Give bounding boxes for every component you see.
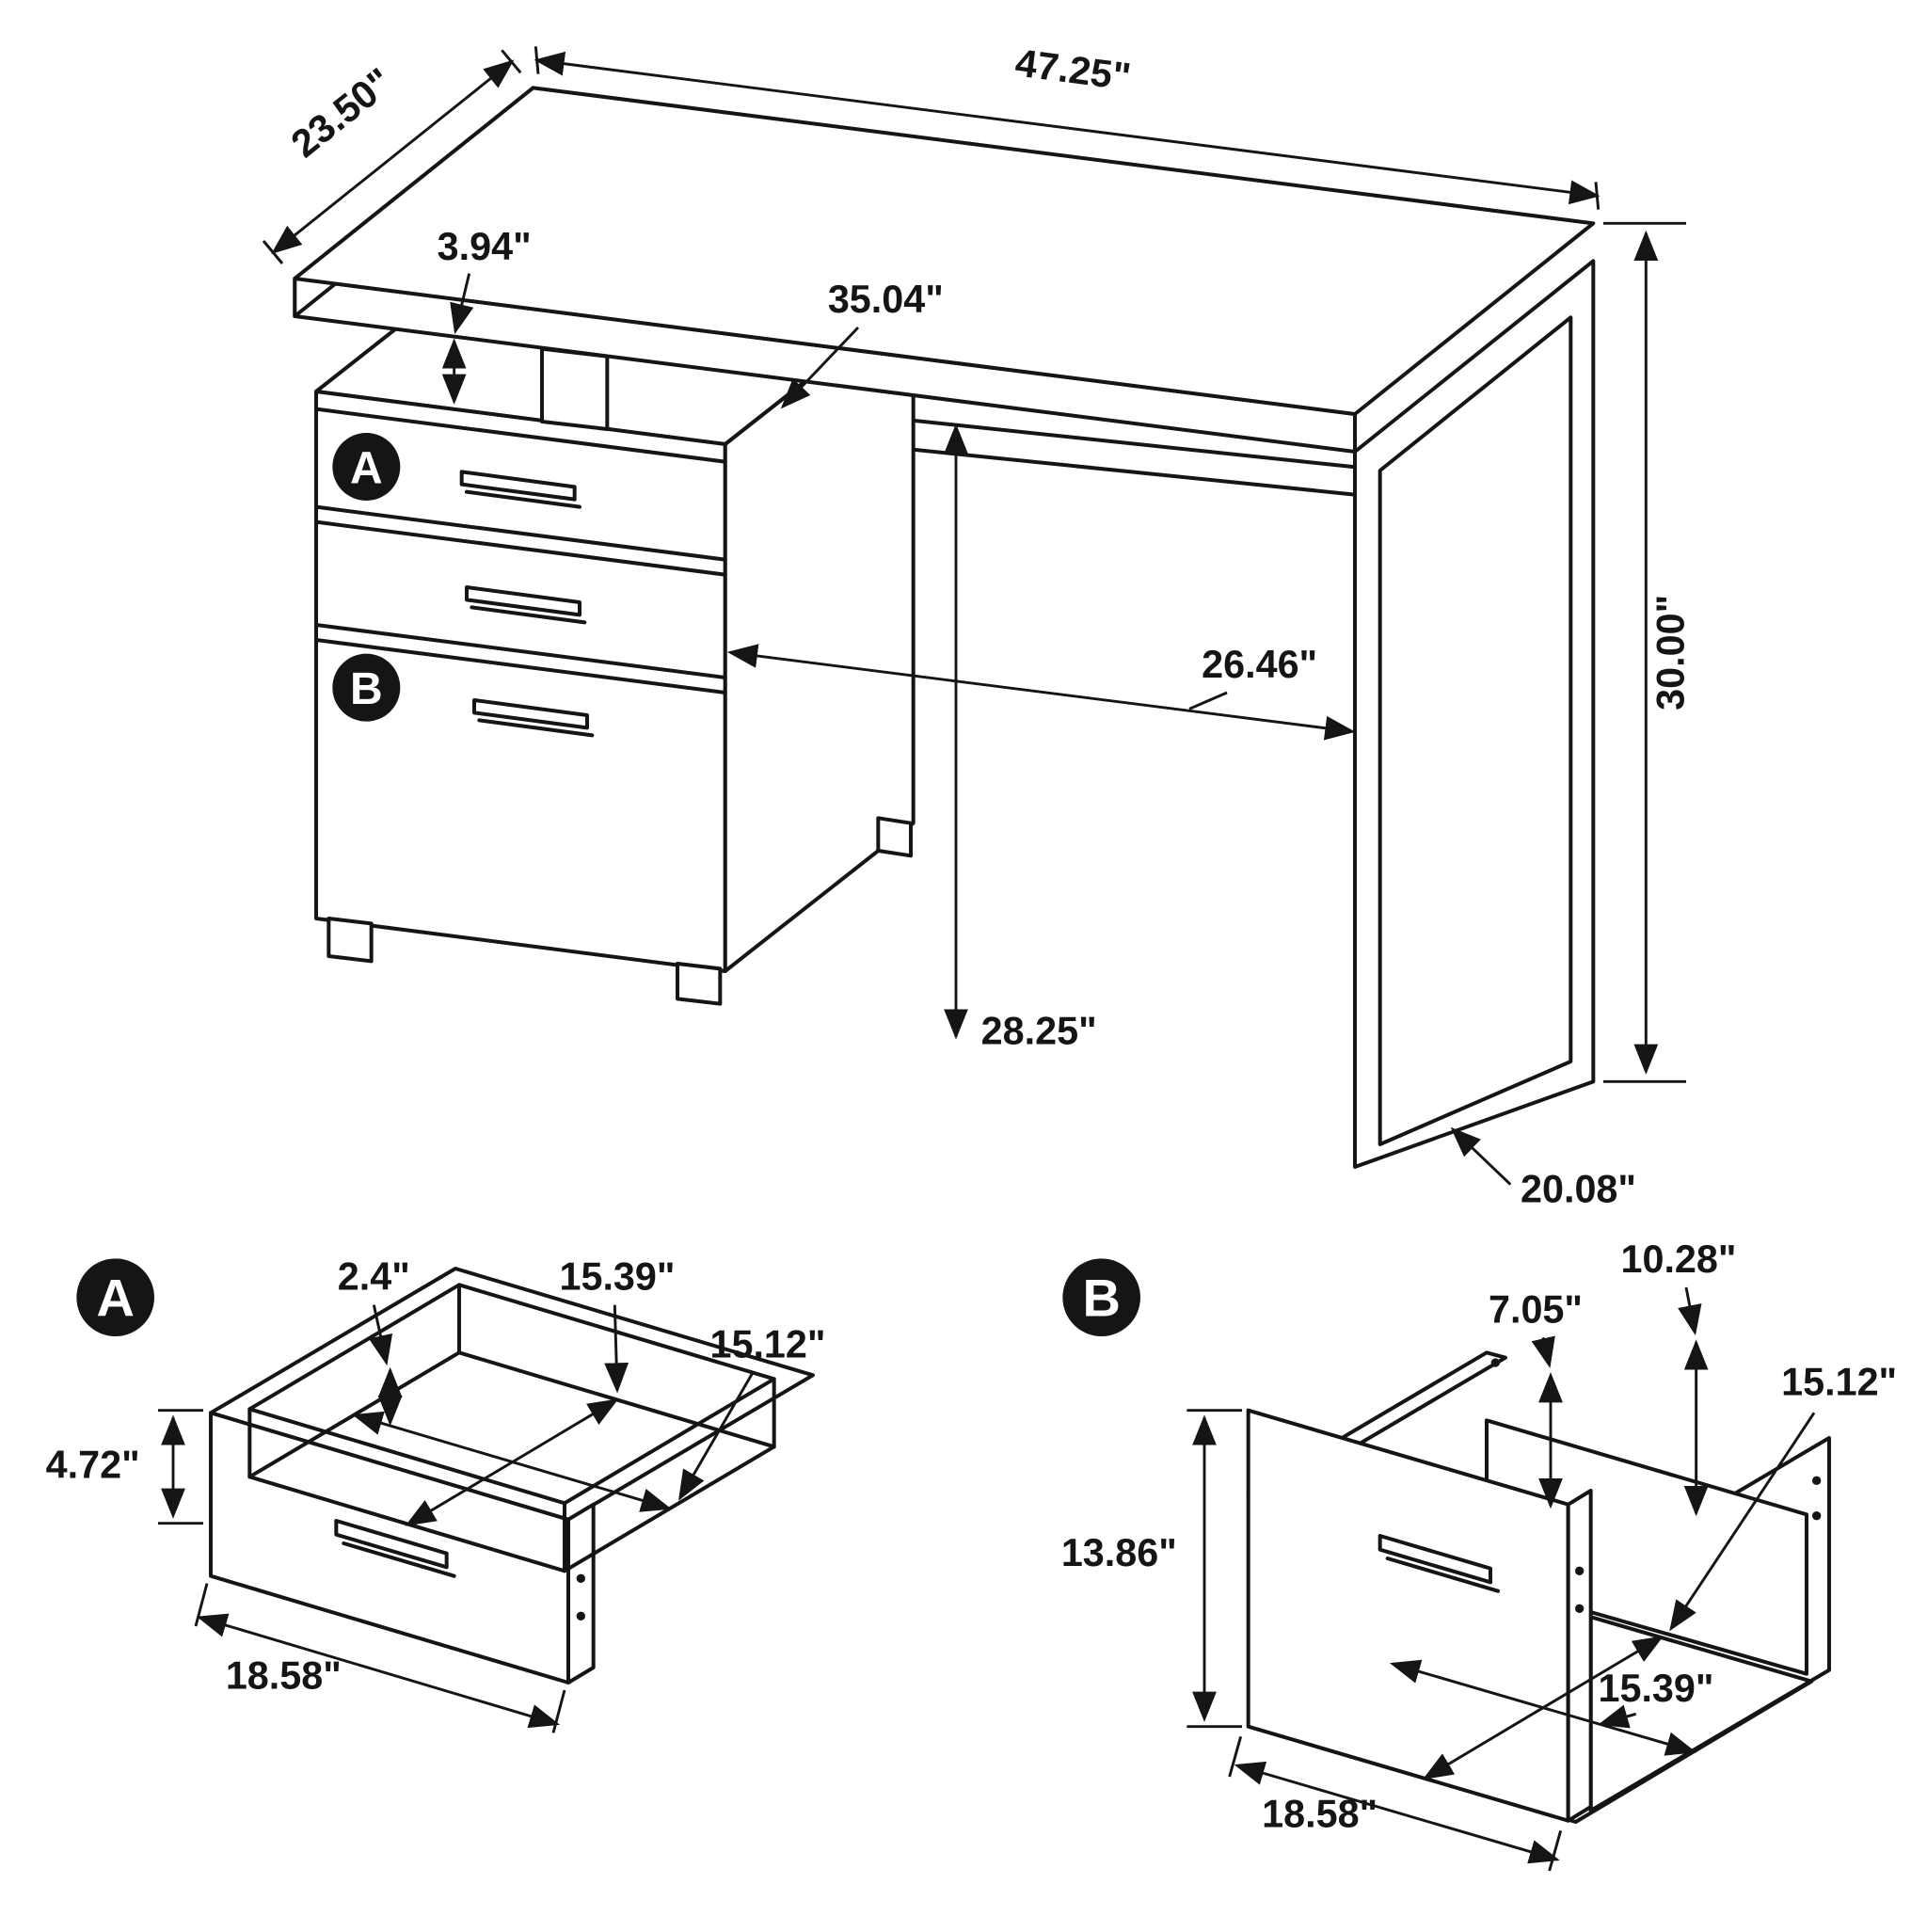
dim-height-label: 30.00" [1648,595,1692,711]
dim-ext [1228,1735,1243,1778]
dim-apron-label: 35.04" [828,278,944,321]
dim-b-width-label: 18.58" [1262,1792,1378,1835]
screw-hole [576,1573,585,1583]
dim-line-width [534,51,1601,205]
dim-line-depth [271,59,515,255]
dim-b-frontheight-label: 13.86" [1061,1531,1177,1574]
screw-hole [1812,1511,1822,1521]
detail-b-dimensions: 10.28" 7.05" 15.12" 13.86" 15.39" [1061,1237,1897,1872]
handle-shadow [342,1541,456,1578]
dim-b-backheight-leader [1678,1286,1702,1336]
dim-a-depth-label: 15.39" [559,1255,675,1299]
screw-hole [1575,1566,1585,1575]
handle-bar [334,1519,449,1570]
dim-b-innerwidth-label: 15.39" [1598,1667,1713,1710]
dim-clearance-label: 26.46" [1202,643,1317,686]
badge-drawer-a: A [332,433,401,501]
handle-bar [459,470,577,502]
handle-shadow [470,605,587,625]
support-block [540,346,610,431]
drawer-divider [314,623,727,679]
badge-detail-b: B [1062,1258,1140,1336]
drawer-divider [314,504,727,562]
dim-b-depth-leader [1669,1412,1816,1632]
cabinet-foot [876,816,913,858]
dim-b-innerwidth-arrow [1389,1659,1697,1756]
dim-tick [501,49,522,74]
dim-a-rim-leader [368,1304,393,1366]
dim-ext [551,1689,566,1733]
dim-a-innerwidth-label: 15.12" [709,1323,825,1366]
dim-ext [1548,1829,1563,1872]
screw-hole [1812,1476,1822,1485]
drawer-b-handle [472,698,595,738]
cabinet-foot [676,962,723,1006]
main-desk-view: A B 23.50" 47.25" [262,40,1692,1210]
detail-a-badge-letter: A [96,1269,134,1328]
desk-leg-frame [1353,259,1596,1169]
dim-a-innerwidth-leader [678,1371,755,1501]
dim-a-rim-label: 2.4" [338,1255,410,1299]
dim-b-backpanel-label: 7.05" [1489,1287,1583,1331]
detail-a-dimensions: 2.4" 15.39" 15.12" 4.72" 18.58" [46,1255,826,1733]
badge-b-letter: B [350,664,383,714]
handle-shadow [477,718,595,738]
dim-legbase-label: 20.08" [1521,1167,1636,1210]
dim-gap-leader [450,273,474,335]
drawer-a-front-endcap [566,1502,596,1685]
dim-b-backheight-label: 10.28" [1620,1237,1736,1281]
badge-drawer-b: B [332,653,401,722]
dim-legbase-leader [1450,1126,1512,1186]
dim-b-backpanel-leader [1531,1335,1555,1368]
detail-a-badge-circle [76,1258,154,1336]
dim-clearance-leader [1188,691,1228,711]
dim-a-width-arrow [196,1613,561,1729]
drawer-middle-handle [465,585,587,625]
badge-a-letter: A [350,443,383,493]
screw-hole [1575,1604,1585,1613]
handle-bar [1378,1534,1492,1585]
detail-a-view: A 2.4" 15.39" 15.12" [46,1255,826,1733]
dim-underside-label: 28.25" [981,1009,1097,1052]
drawer-b-handle [1378,1534,1500,1593]
badge-a-circle [332,433,401,501]
drawer-a-handle [334,1519,456,1578]
dim-width-label: 47.25" [1013,40,1134,98]
dim-apron-leader [780,326,860,409]
dim-a-innerwidth-arrow [352,1411,672,1512]
drawer-b-front-endcap [1566,1489,1593,1823]
badge-b-circle [332,653,401,722]
dim-b-depth-label: 15.12" [1781,1361,1897,1404]
handle-shadow [1385,1557,1500,1593]
drawer-divider [314,638,727,695]
screw-hole [576,1611,585,1621]
dim-b-width-arrow [1234,1761,1560,1864]
handle-bar [472,698,589,730]
handle-shadow [465,489,581,509]
dim-depth-label: 23.50" [283,59,401,166]
badge-detail-a: A [76,1258,154,1336]
dim-tick [534,46,540,74]
cabinet-top-thickness [314,407,727,464]
handle-bar [465,585,581,617]
dim-line-clearance [726,644,1356,741]
dim-a-height-label: 4.72" [46,1444,140,1487]
dim-tick [1594,182,1601,210]
dim-a-width-label: 18.58" [226,1654,342,1698]
drawer-divider [314,519,727,577]
dim-gap-label: 3.94" [438,225,532,268]
detail-b-badge-circle [1062,1258,1140,1336]
drawer-a-handle [459,470,581,509]
detail-b-badge-letter: B [1082,1269,1120,1328]
cabinet-foot [326,917,374,964]
screw-hole [1490,1358,1500,1367]
detail-b-view: B 10.28" 7.05" 15.12" [1061,1237,1897,1872]
dim-a-depth-leader [604,1304,629,1394]
dim-tick [262,240,284,264]
